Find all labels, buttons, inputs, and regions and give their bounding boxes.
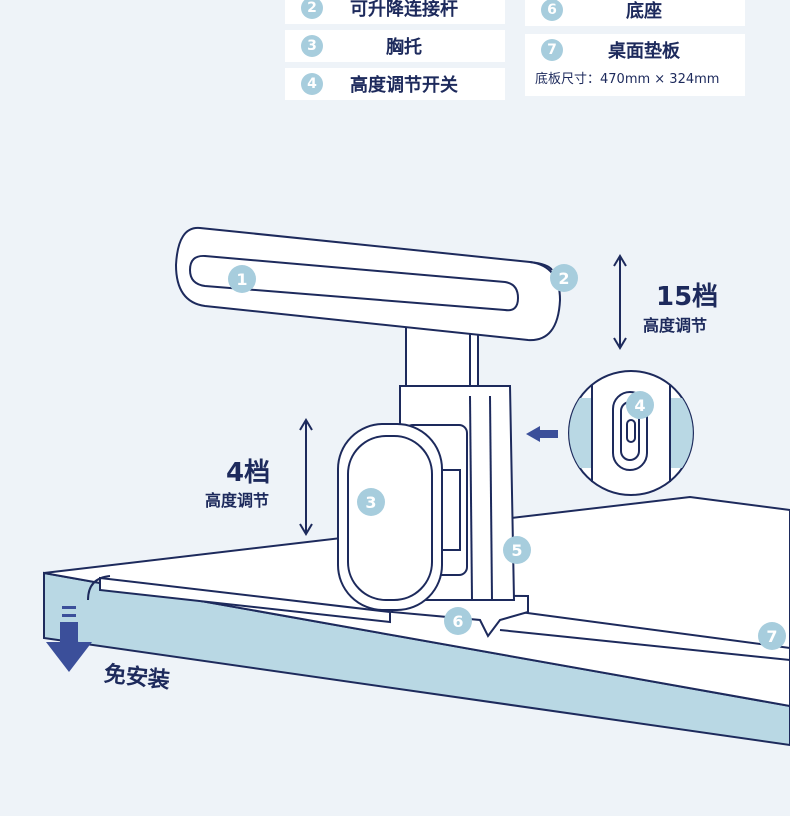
callout-2: 2 xyxy=(550,264,578,292)
side-gear-count: 4档 xyxy=(226,458,271,488)
detail-arrow xyxy=(526,426,558,442)
install-arrow xyxy=(46,606,92,672)
side-height-arrow xyxy=(299,418,313,536)
callout-6: 6 xyxy=(444,607,472,635)
legend-number: 7 xyxy=(541,39,563,61)
legend-label: 高度调节开关 xyxy=(350,75,458,96)
install-label: 免安装 xyxy=(102,661,172,694)
side-gear-label: 高度调节 xyxy=(205,491,270,510)
top-gear-count: 15档 xyxy=(656,282,719,312)
chest-pad xyxy=(337,423,443,611)
legend-number: 3 xyxy=(301,35,323,57)
legend-number: 6 xyxy=(541,0,563,21)
legend-label: 桌面垫板 xyxy=(608,41,680,62)
legend-item-3: 3 胸托 xyxy=(285,30,505,62)
top-height-arrow xyxy=(613,254,627,350)
callout-1: 1 xyxy=(228,265,256,293)
legend-item-4: 4 高度调节开关 xyxy=(285,68,505,100)
top-gear-label: 高度调节 xyxy=(643,316,708,335)
legend-label: 胸托 xyxy=(386,37,422,58)
legend-number: 4 xyxy=(301,73,323,95)
base-size-note: 底板尺寸：470mm × 324mm xyxy=(535,72,720,87)
legend-label: 底座 xyxy=(626,1,662,22)
callout-4: 4 xyxy=(626,391,654,419)
legend-item-7: 7 桌面垫板 底板尺寸：470mm × 324mm xyxy=(525,34,745,96)
legend-item-6: 6 底座 xyxy=(525,0,745,26)
callout-3: 3 xyxy=(357,488,385,516)
legend-label: 可升降连接杆 xyxy=(350,0,458,20)
callout-7: 7 xyxy=(758,622,786,650)
legend-number: 2 xyxy=(301,0,323,19)
callout-5: 5 xyxy=(503,536,531,564)
legend-item-2: 2 可升降连接杆 xyxy=(285,0,505,24)
